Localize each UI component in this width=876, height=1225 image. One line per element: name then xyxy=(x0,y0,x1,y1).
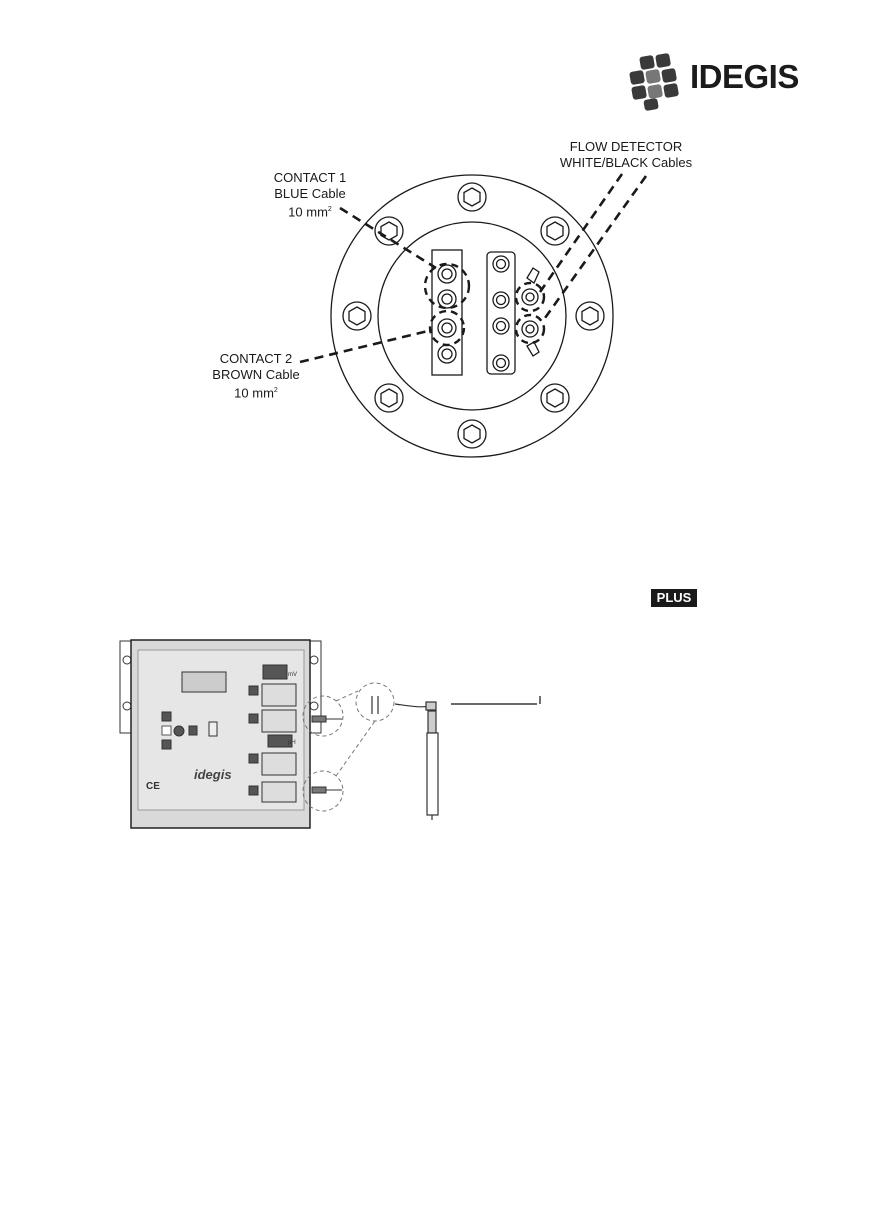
contact2-sup: 2 xyxy=(274,387,278,394)
plus-badge: PLUS xyxy=(651,589,697,607)
terminal-screws-right xyxy=(493,256,509,371)
electrode-head-diagram xyxy=(0,0,876,480)
contact1-sup: 2 xyxy=(328,206,332,213)
contact2-label: CONTACT 2 BROWN Cable 10 mm2 xyxy=(208,351,304,401)
flow-detector-label: FLOW DETECTOR WHITE/BLACK Cables xyxy=(556,139,696,171)
contact2-line1: CONTACT 2 xyxy=(208,351,304,367)
contact1-line1: CONTACT 1 xyxy=(264,170,356,186)
unit-ph: pH xyxy=(288,740,296,746)
bolt-heads xyxy=(343,183,604,448)
contact1-line3: 10 mm xyxy=(288,204,328,219)
panel-logo: idegis xyxy=(194,767,232,782)
flow-line2: WHITE/BLACK Cables xyxy=(556,155,696,171)
probe-electrode xyxy=(372,696,438,820)
contact1-line2: BLUE Cable xyxy=(264,186,356,202)
contact2-line3: 10 mm xyxy=(234,385,274,400)
contact1-label: CONTACT 1 BLUE Cable 10 mm2 xyxy=(264,170,356,220)
flange-outer-ring xyxy=(331,175,613,457)
control-panel-diagram: mV pH idegis CE xyxy=(110,636,570,836)
terminal-strip-right xyxy=(487,252,515,374)
terminal-screws-left xyxy=(438,265,456,363)
unit-mv: mV xyxy=(288,672,297,678)
ce-mark: CE xyxy=(146,781,160,792)
contact2-line2: BROWN Cable xyxy=(208,367,304,383)
flow-line1: FLOW DETECTOR xyxy=(556,139,696,155)
